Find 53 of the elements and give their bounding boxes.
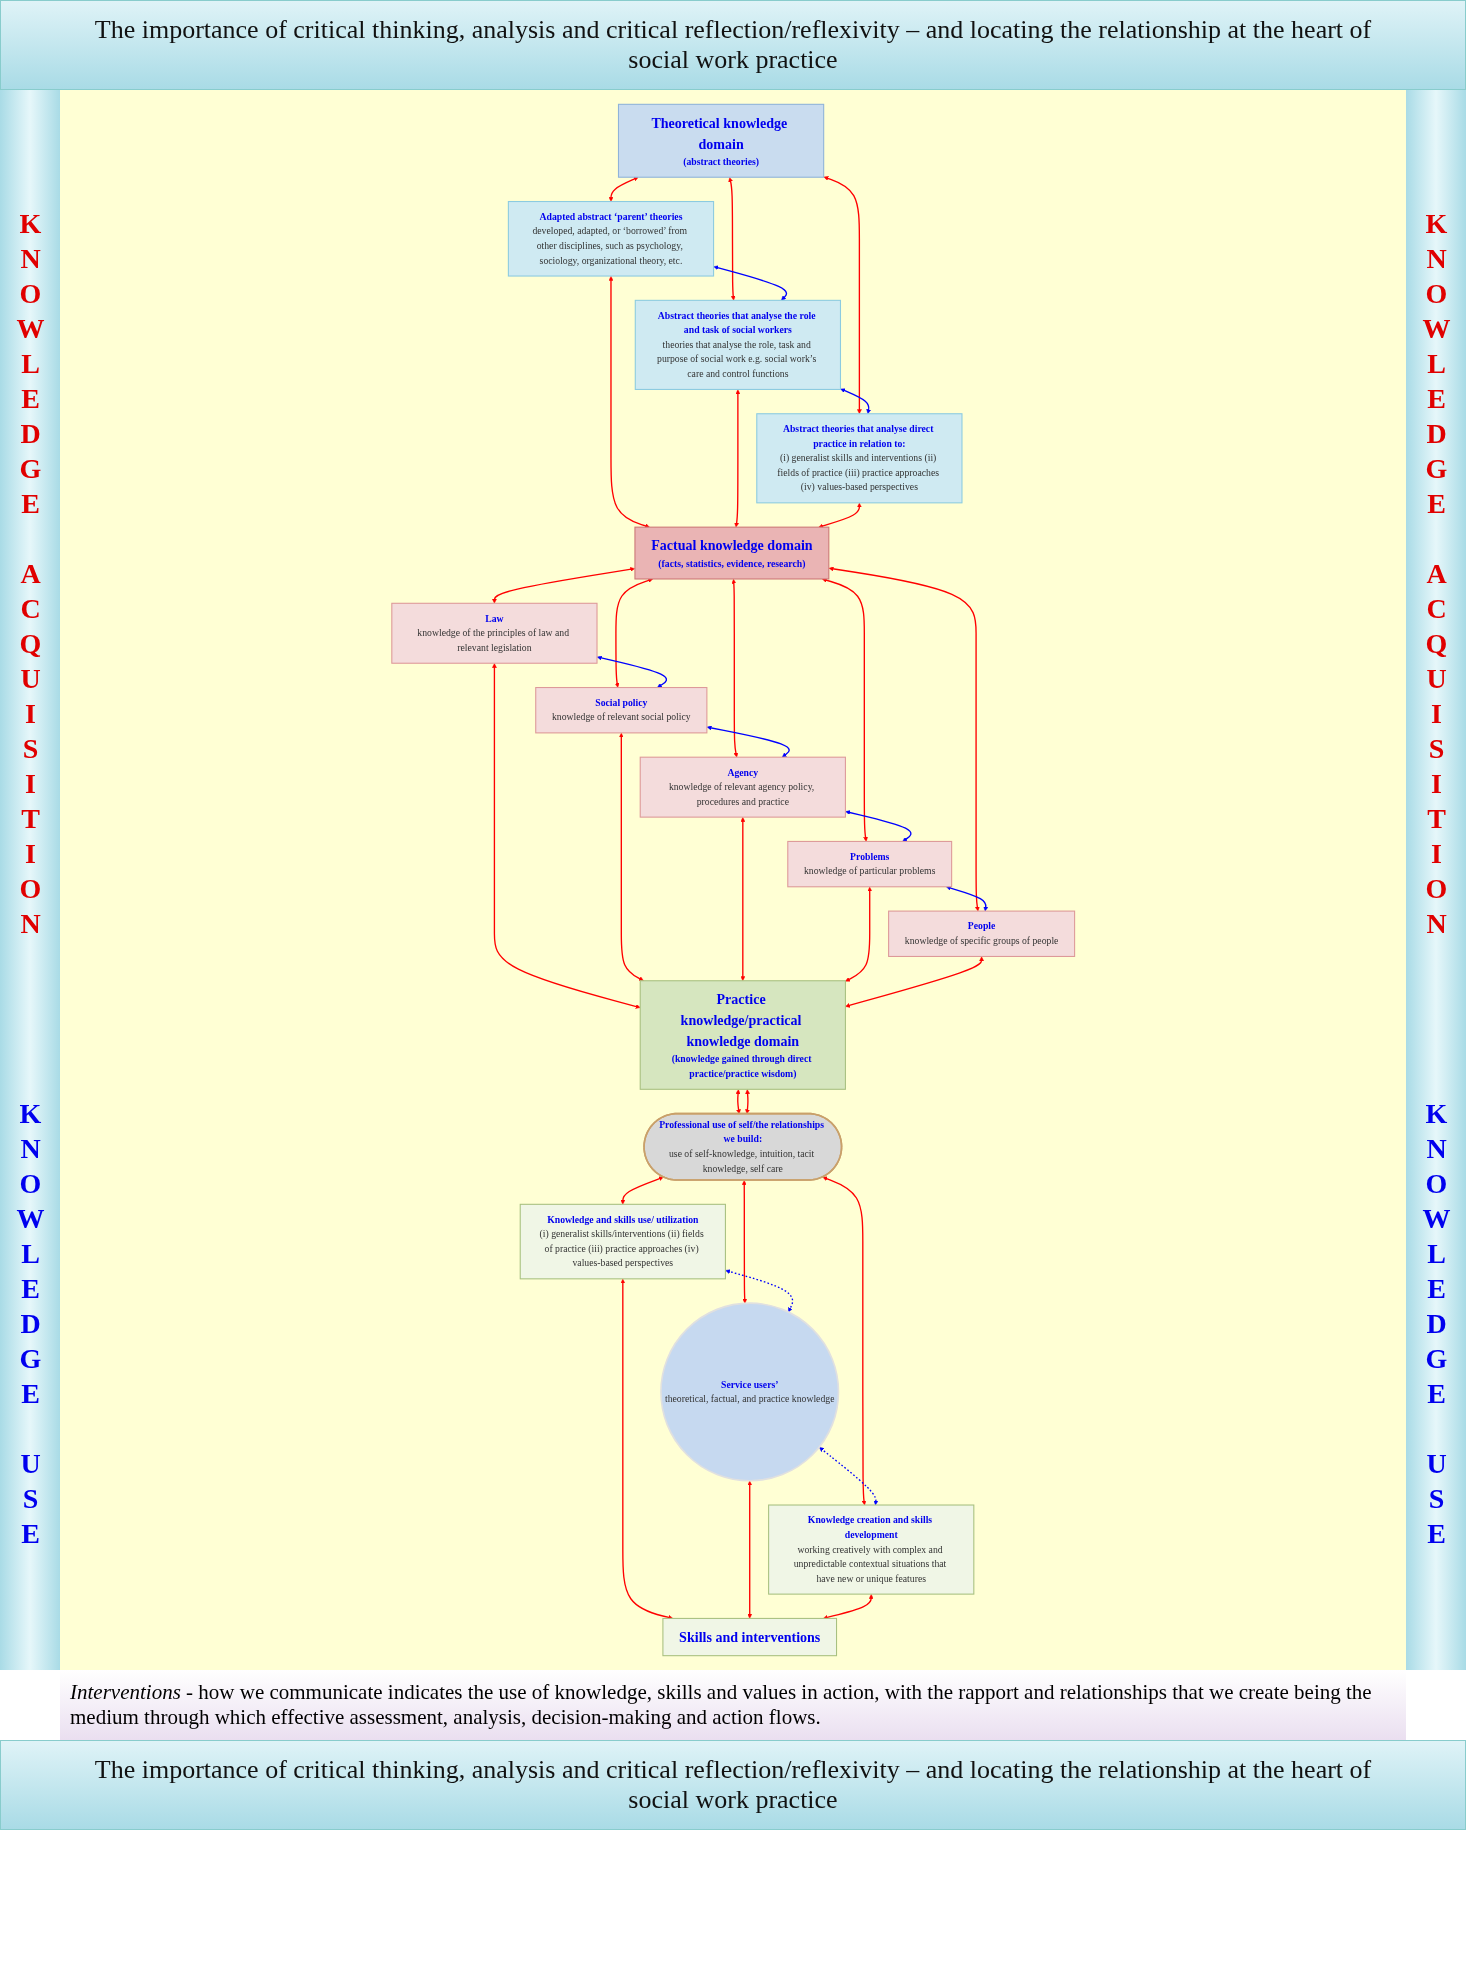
side-heading: KNOWLEDGE ACQUISITION — [1420, 207, 1452, 943]
side-heading: KNOWLEDGE ACQUISITION — [14, 207, 46, 943]
arrow — [821, 577, 868, 842]
arrow — [741, 1180, 747, 1304]
title-banner: The importance of critical thinking, analysis and critical reflection/reflexivity – and locating the relationship at the heart of social work practice — [0, 0, 1466, 90]
arrow — [731, 579, 738, 758]
node-box: People knowledge of specific groups of people — [887, 910, 1075, 957]
node-box: Abstract theories that analyse the role and task of social workers theories that analyse the role, task and purpose of social work e.g. social work’s care and control functions — [634, 299, 841, 390]
node-box: Abstract theories that analyse direct practice in relation to: (i) generalist skills and interventions (ii) fields of practice (iii) practice approaches (iv) values-based perspectives — [756, 413, 963, 504]
node-box: Problems knowledge of particular problems — [787, 840, 952, 888]
arrow — [822, 1594, 874, 1620]
node-box: Skills and interventions — [662, 1617, 837, 1657]
arrow — [596, 655, 667, 688]
arrow — [725, 1269, 794, 1313]
node-box: Law knowledge of the principles of law and relevant legislation — [391, 602, 598, 664]
footer-banner: The importance of critical thinking, analysis and critical reflection/reflexivity – and locating the relationship at the heart of social work practice — [0, 1740, 1466, 1830]
node-box: Social policy knowledge of relevant social policy — [535, 687, 708, 734]
side-heading: KNOWLEDGE USE — [14, 1097, 46, 1553]
node-box: Knowledge creation and skills development working creatively with complex and unpredictable contextual situations that have new or unique features — [767, 1504, 975, 1595]
arrow — [728, 177, 736, 301]
arrow — [491, 567, 635, 604]
arrow — [818, 502, 862, 529]
arrow — [822, 1176, 867, 1506]
node-box: Knowledge and skills use/ utilization (i) generalist skills/interventions (ii) fields of practice (iii) practice approaches (iv) values-based perspectives — [519, 1203, 726, 1280]
arrow — [945, 885, 988, 912]
arrow — [734, 389, 741, 528]
arrow — [620, 1278, 673, 1620]
side-heading: KNOWLEDGE USE — [1420, 1097, 1452, 1553]
arrow — [823, 176, 862, 414]
arrow — [608, 176, 639, 202]
arrow — [614, 578, 653, 688]
arrow — [845, 956, 984, 1008]
arrow — [491, 663, 641, 1009]
arrow — [744, 1089, 750, 1115]
arrow — [618, 732, 644, 981]
arrow — [735, 1089, 741, 1115]
arrow — [828, 566, 980, 912]
arrow — [713, 265, 787, 301]
arrow — [840, 388, 871, 414]
arrow — [706, 725, 790, 758]
arrow — [845, 886, 872, 982]
arrow — [620, 1176, 664, 1205]
node-box: Factual knowledge domain (facts, statistics, evidence, research) — [634, 526, 830, 580]
arrow — [608, 276, 650, 529]
arrow — [740, 817, 745, 981]
arrow — [818, 1447, 879, 1506]
arrow — [845, 810, 912, 842]
node-circle: Service users’ theoretical, factual, and practice knowledge — [659, 1302, 840, 1482]
node-box: Agency knowledge of relevant agency policy, procedures and practice — [639, 756, 846, 818]
node-box: Adapted abstract ‘parent’ theories developed, adapted, or ‘borrowed’ from other disciplines, such as psychology, sociology, organizational theory, etc. — [507, 201, 714, 277]
node-box: Theoretical knowledge domain (abstract theories) — [617, 103, 824, 178]
arrow — [747, 1480, 752, 1619]
node-box: Practice knowledge/practical knowledge domain (knowledge gained through direct practice/practice wisdom) — [639, 980, 846, 1090]
